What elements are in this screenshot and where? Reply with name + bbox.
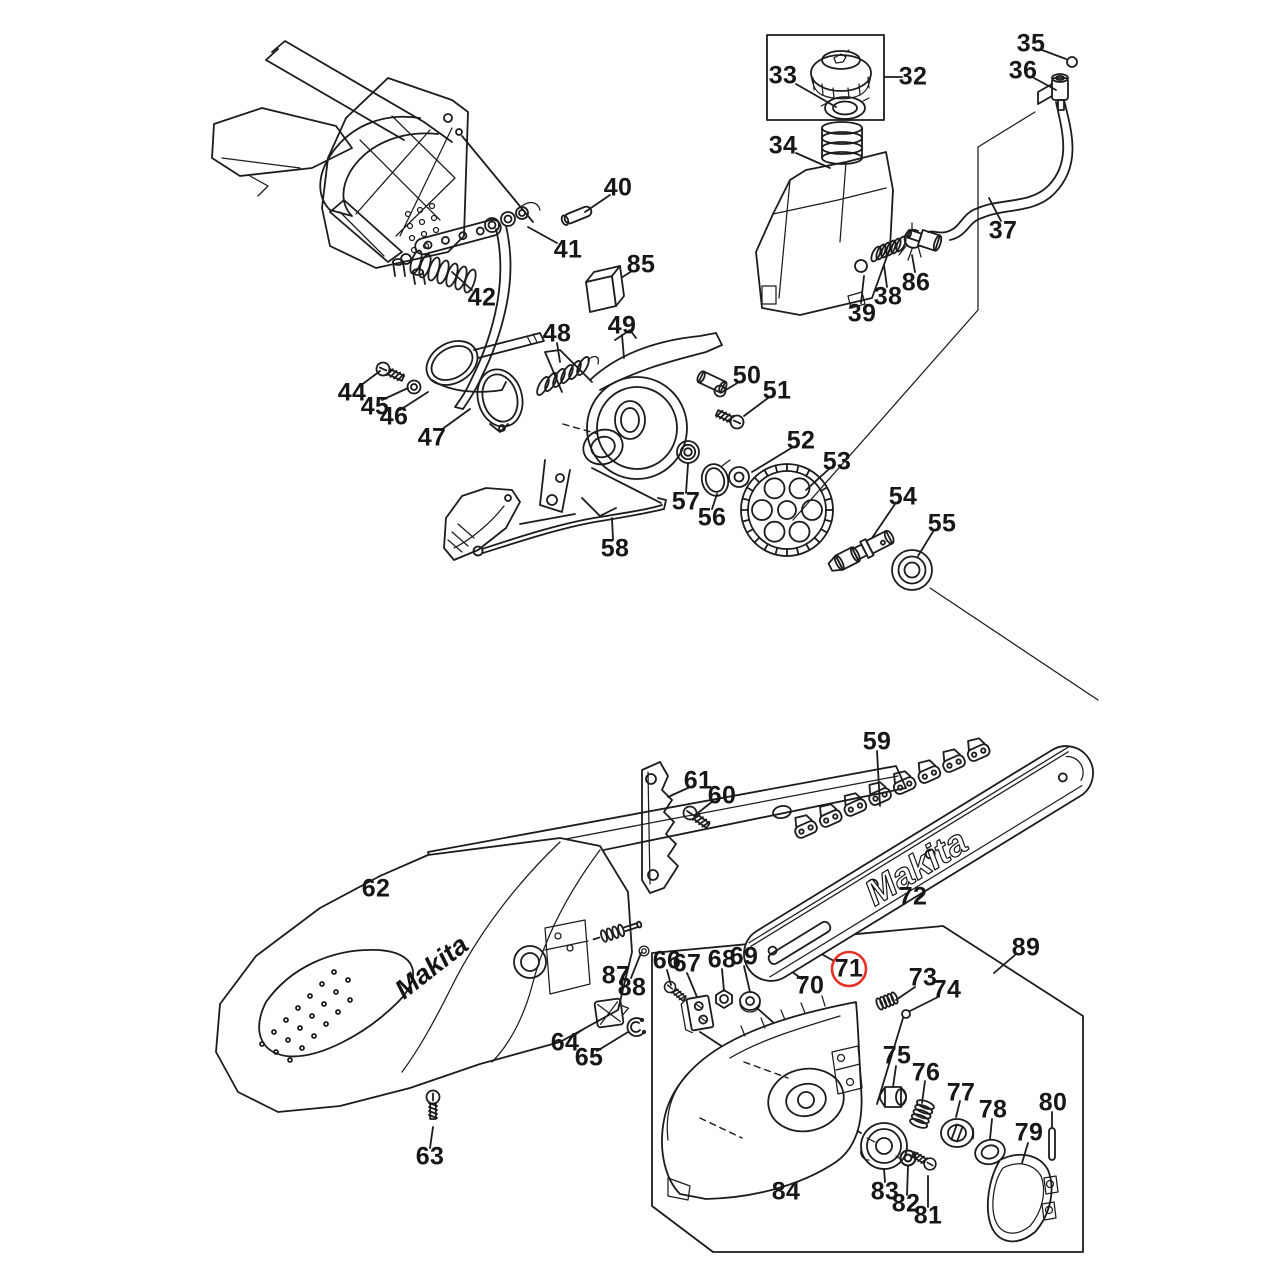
part-78-ring-drawing bbox=[974, 1138, 1006, 1166]
part-69-bushing-drawing bbox=[739, 991, 761, 1013]
part-61-spike-bumper-drawing bbox=[641, 761, 679, 894]
part-41-linkage-drawing bbox=[414, 201, 541, 410]
sprocket-section-box bbox=[651, 925, 1084, 1253]
part-75-nut-drawing bbox=[879, 1086, 907, 1108]
part-37-hose-drawing bbox=[905, 99, 1074, 252]
part-84-sprocket-cover-drawing bbox=[661, 995, 863, 1201]
part-86-clamp-drawing bbox=[898, 222, 922, 261]
part-51-screw-drawing bbox=[713, 405, 747, 432]
part-68-nut-drawing bbox=[715, 989, 733, 1009]
part-85-block-drawing bbox=[585, 265, 625, 313]
part-50-o-ring-drawing bbox=[713, 384, 727, 398]
part-33-gasket-drawing bbox=[820, 96, 870, 120]
part-66-screw-drawing bbox=[661, 978, 689, 1005]
part-77-cam-drawing bbox=[940, 1118, 975, 1148]
part-52-washer-drawing bbox=[728, 466, 750, 488]
part-38-spring-drawing bbox=[870, 235, 907, 263]
grip-dots bbox=[259, 969, 353, 1063]
part-71-highlight-circle bbox=[830, 950, 868, 988]
part-49-gear-case-drawing bbox=[539, 329, 728, 517]
part-53-clutch-drum-drawing bbox=[740, 463, 834, 557]
part-76-spring-drawing bbox=[909, 1099, 935, 1129]
part-60-screw-drawing bbox=[680, 803, 713, 832]
part-64-tensioner-block-drawing bbox=[593, 997, 630, 1029]
part-34-tank-drawing bbox=[755, 121, 894, 316]
part-63-screw-drawing bbox=[425, 1089, 441, 1120]
part-83-dial-drawing bbox=[860, 1122, 908, 1170]
part-45-washer-drawing bbox=[406, 379, 422, 395]
part-42-spring-drawing bbox=[400, 249, 477, 294]
vent-holes bbox=[404, 202, 440, 254]
motor-housing-drawing bbox=[211, 40, 469, 285]
part-58-rod-drawing bbox=[472, 497, 667, 557]
oil-cap-drawing bbox=[810, 49, 872, 100]
part-74-ball-drawing bbox=[901, 1009, 911, 1019]
part-67-plate-drawing bbox=[680, 994, 715, 1034]
part-56-ring-drawing bbox=[700, 459, 731, 497]
part-39-plug-drawing bbox=[854, 259, 868, 273]
part-87-tensioner-screw-drawing bbox=[592, 920, 643, 943]
part-35-o-ring-drawing bbox=[1066, 56, 1078, 68]
front-guard-drawing bbox=[443, 487, 521, 561]
part-88-washer-drawing bbox=[638, 945, 650, 957]
part-80-pin-drawing bbox=[1048, 1127, 1056, 1161]
part-40-pin-drawing bbox=[560, 205, 593, 226]
part-65-clip-drawing bbox=[626, 1017, 647, 1037]
part-89-section-contents bbox=[661, 928, 1059, 1243]
part-54-spindle-drawing bbox=[827, 529, 895, 572]
part-48-spring-drawing bbox=[536, 355, 600, 396]
main-housing-drawing: Makita bbox=[215, 765, 907, 1113]
part-57-bearing-drawing bbox=[676, 440, 700, 464]
part-55-bearing-drawing bbox=[891, 549, 933, 591]
part-73-spring-drawing bbox=[875, 991, 899, 1011]
part-46-brake-band-drawing bbox=[425, 332, 545, 393]
section-boundaries bbox=[651, 34, 1099, 1253]
part-47-ring-drawing bbox=[476, 368, 524, 433]
part-79-cover-plate-drawing bbox=[986, 1153, 1059, 1243]
part-36-elbow-drawing bbox=[1037, 73, 1069, 111]
